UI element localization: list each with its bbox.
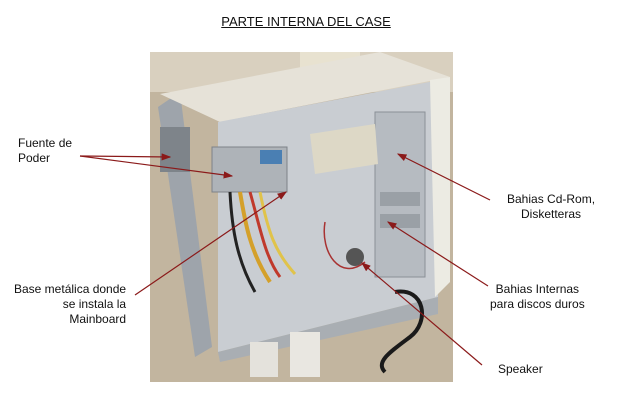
label-bahias-cdrom: Bahias Cd-Rom, Disketteras [507,192,595,222]
label-line: se instala la [62,297,127,311]
label-line: para discos duros [490,297,585,311]
label-fuente-de-poder: Fuente de Poder [18,136,72,166]
label-line: Base metálica donde [14,282,127,296]
label-speaker: Speaker [498,362,543,377]
label-line: Fuente de [18,136,73,150]
arrow-base [134,191,287,296]
label-line: Disketteras [521,207,582,221]
arrow-fuente-1 [79,153,172,161]
label-bahias-internas: Bahias Internas para discos duros [490,282,585,312]
arrow-cdrom [396,153,491,201]
label-line: Poder [18,151,51,165]
arrow-speaker [361,262,483,366]
diagram-title: PARTE INTERNA DEL CASE [221,14,391,29]
pc-case-photo [150,52,453,382]
label-line: Bahias Internas [495,282,580,296]
arrow-bahias [386,221,489,287]
label-line: Speaker [498,362,543,376]
label-line: Mainboard [69,312,127,326]
label-base-metalica: Base metálica donde se instala la Mainbo… [14,282,126,327]
label-line: Bahias Cd-Rom, [507,192,596,206]
arrow-fuente-2 [79,155,234,179]
